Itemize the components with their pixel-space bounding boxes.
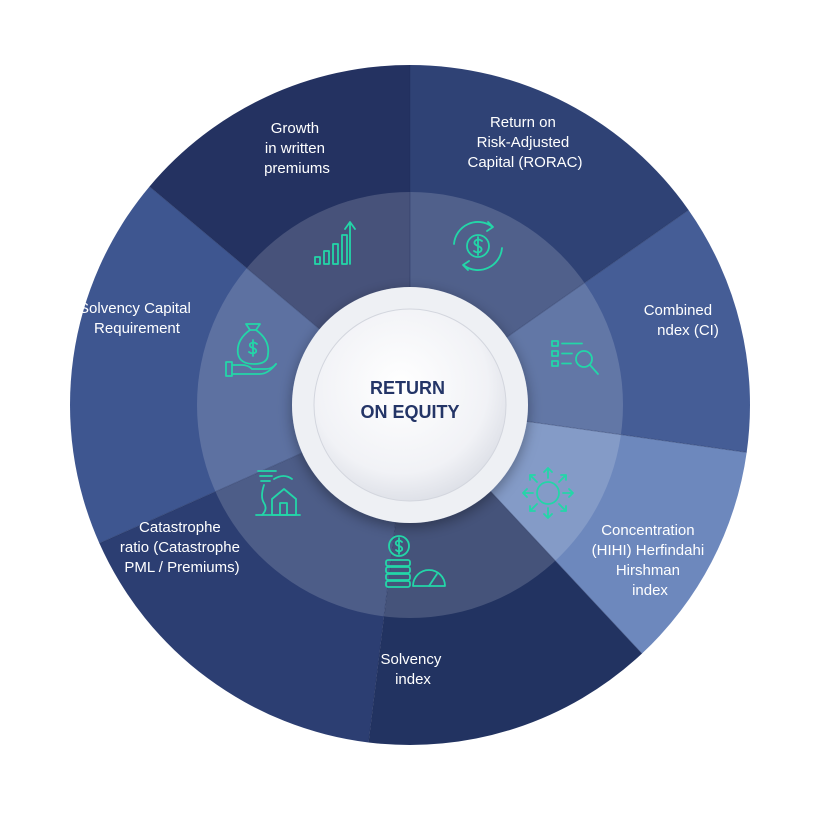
segment-label-rorac: Return on Risk-Adjusted Capital (RORAC)	[467, 114, 582, 171]
segment-label-line: Combined	[644, 302, 712, 319]
center-title: RETURN ON EQUITY	[360, 378, 459, 422]
center-inner-disc	[313, 308, 507, 502]
segment-label-line: index	[632, 582, 668, 599]
disaster-house-icon	[255, 470, 301, 516]
segment-label-scr: Solvency Capital Requirement	[79, 300, 195, 337]
money-bag-hand-icon	[225, 323, 277, 377]
segment-label-line: in written	[265, 140, 325, 157]
segment-label-line: Solvency	[380, 651, 441, 668]
segment-label-concentration: Concentration (HIHI) Herfindahi Hirshman…	[592, 522, 709, 599]
segment-label-line: Catastrophe	[139, 519, 221, 536]
coins-gauge-icon	[385, 535, 446, 588]
segment-label-line: Hirshman	[616, 562, 680, 579]
segment-label-line: ndex (CI)	[657, 322, 719, 339]
segment-label-line: Growth	[271, 120, 319, 137]
segment-label-line: (HIHI) Herfindahi	[592, 542, 705, 559]
dollar-cycle-icon	[453, 221, 503, 271]
list-search-icon	[551, 340, 599, 375]
sun-arrows-icon	[522, 467, 574, 519]
segment-label-line: Solvency Capital	[79, 300, 191, 317]
segment-label-line: premiums	[264, 160, 330, 177]
segment-label-combined: Combined ndex (CI)	[644, 302, 719, 339]
segment-label-line: index	[395, 671, 431, 688]
segment-label-line: PML / Premiums)	[124, 559, 239, 576]
segment-label-line: Risk-Adjusted	[477, 134, 570, 151]
segment-label-growth: Growth in written premiums	[264, 120, 330, 177]
center-title-line-1: RETURN	[370, 378, 445, 398]
segment-label-line: Requirement	[94, 320, 181, 337]
segment-label-solvency-index: Solvency index	[380, 651, 445, 688]
segment-label-catastrophe: Catastrophe ratio (Catastrophe PML / Pre…	[120, 519, 244, 576]
segment-label-line: ratio (Catastrophe	[120, 539, 240, 556]
segment-label-line: Concentration	[601, 522, 694, 539]
segment-label-line: Capital (RORAC)	[467, 154, 582, 171]
segment-label-line: Return on	[490, 114, 556, 131]
growth-chart-icon	[314, 221, 356, 265]
center-title-line-2: ON EQUITY	[360, 402, 459, 422]
